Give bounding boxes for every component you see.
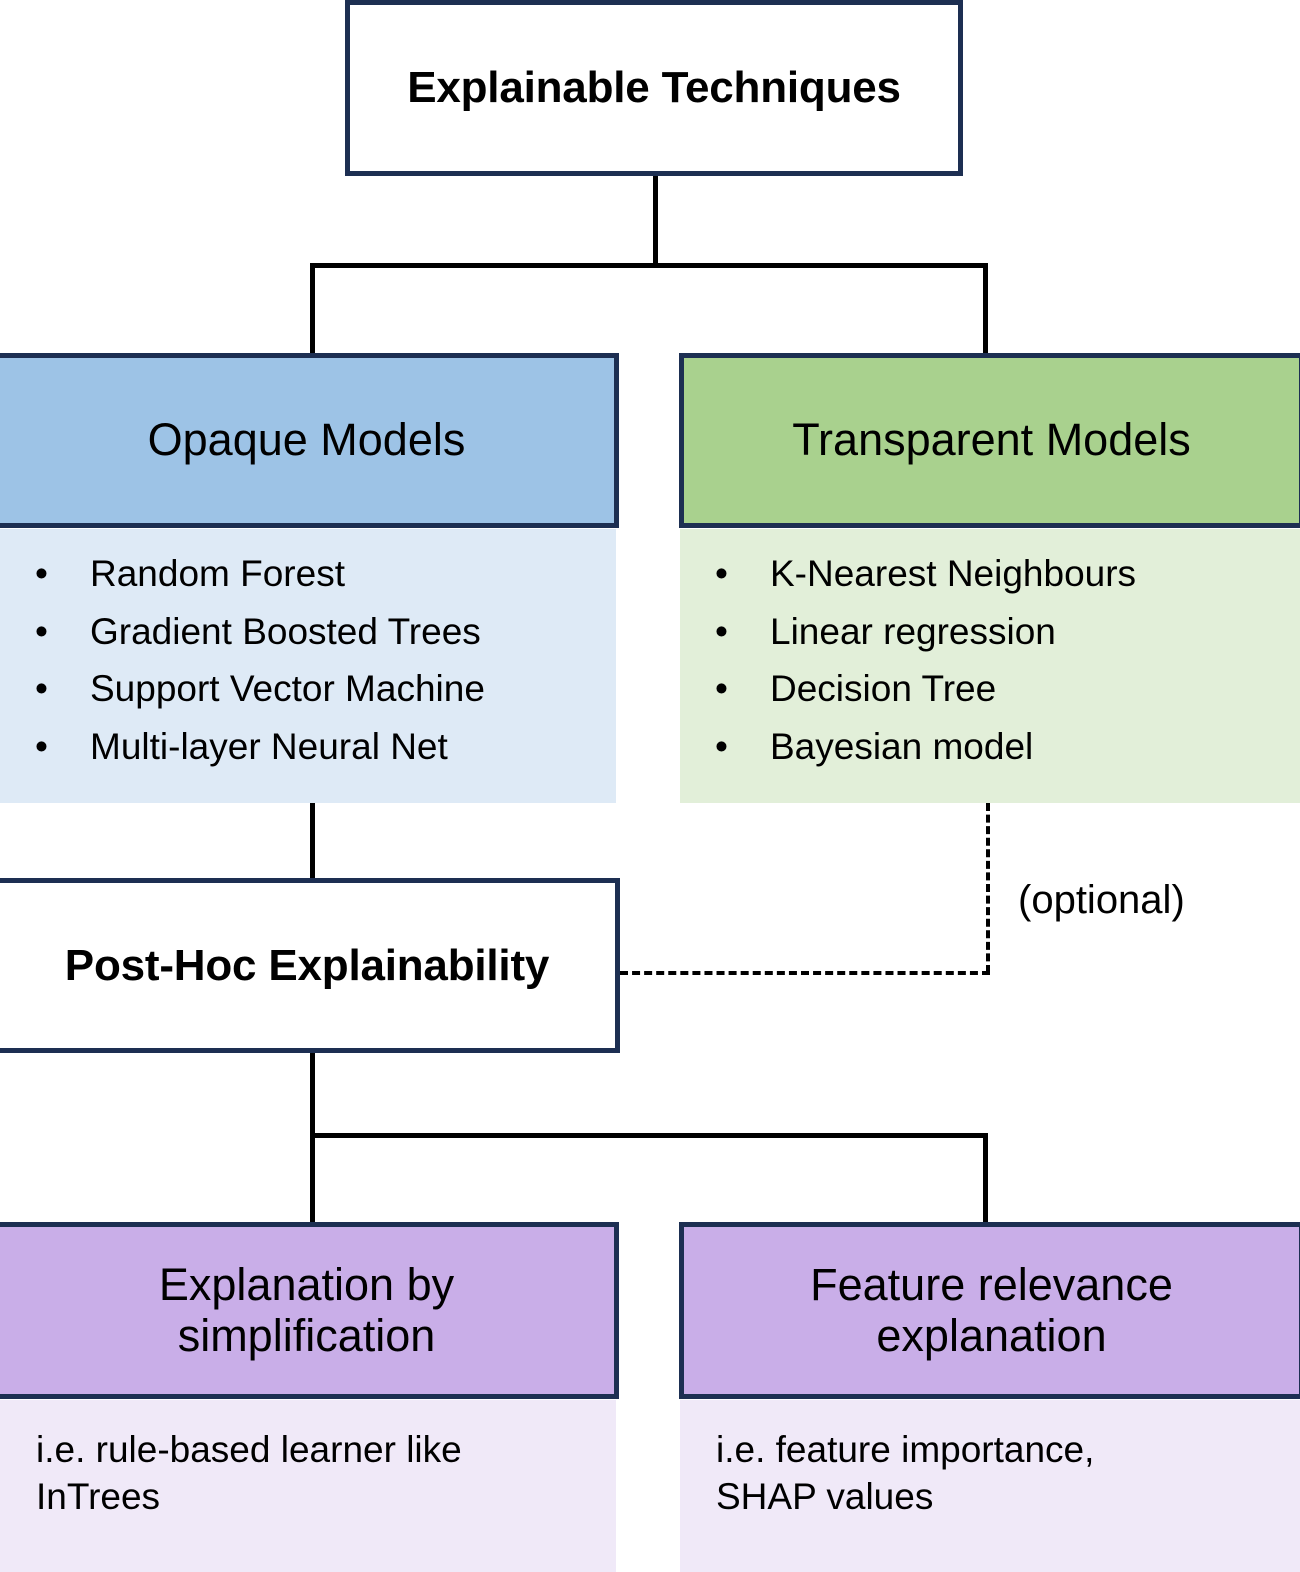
list-item-label: Gradient Boosted Trees <box>90 610 481 652</box>
connector-posthoc-stem <box>310 1053 315 1137</box>
bullet-icon: • <box>35 610 48 652</box>
bullet-icon: • <box>35 668 48 710</box>
connector-root-stem <box>653 176 658 267</box>
bullet-icon: • <box>35 553 48 594</box>
list-item: • Gradient Boosted Trees <box>0 610 616 652</box>
list-item: • Multi-layer Neural Net <box>0 728 616 766</box>
list-item-label: Decision Tree <box>770 668 997 710</box>
note-line-1: i.e. rule-based learner like <box>36 1429 462 1470</box>
connector-to-simplification <box>310 1133 315 1225</box>
list-item-label: Linear regression <box>770 610 1056 652</box>
node-label-line-1: Explanation by <box>158 1259 455 1311</box>
connector-optional-vertical <box>986 803 990 973</box>
list-item: • Support Vector Machine <box>0 670 616 708</box>
note-line-2: SHAP values <box>716 1476 934 1518</box>
list-item: • Decision Tree <box>680 670 1300 708</box>
bullet-icon: • <box>35 726 48 768</box>
connector-root-split-bar <box>310 263 988 268</box>
connector-to-opaque <box>310 263 315 355</box>
node-transparent-models[interactable]: Transparent Models <box>679 353 1300 528</box>
note-text: i.e. feature importance, SHAP values <box>680 1400 1300 1521</box>
bullet-icon: • <box>715 553 728 594</box>
connector-to-transparent <box>983 263 988 355</box>
node-label: Post-Hoc Explainability <box>64 940 550 990</box>
list-item-label: Multi-layer Neural Net <box>90 726 448 768</box>
panel-transparent-models-list: • K-Nearest Neighbours • Linear regressi… <box>680 529 1300 803</box>
bullet-icon: • <box>715 610 728 652</box>
node-label-line-1: Feature relevance <box>810 1259 1173 1311</box>
list-item: • K-Nearest Neighbours <box>680 555 1300 593</box>
node-opaque-models[interactable]: Opaque Models <box>0 353 619 528</box>
list-item-label: K-Nearest Neighbours <box>770 553 1137 594</box>
node-label-line-2: simplification <box>177 1309 436 1361</box>
note-line-2: InTrees <box>36 1476 161 1518</box>
note-text: i.e. rule-based learner like InTrees <box>0 1400 616 1521</box>
node-label-line-2: explanation <box>876 1309 1107 1361</box>
node-label: Explainable Techniques <box>407 63 901 113</box>
node-label: Opaque Models <box>147 414 466 466</box>
connector-to-feature-relevance <box>983 1133 988 1225</box>
list-opaque-models: • Random Forest • Gradient Boosted Trees… <box>0 529 616 766</box>
bullet-icon: • <box>715 668 728 710</box>
list-transparent-models: • K-Nearest Neighbours • Linear regressi… <box>680 529 1300 766</box>
connector-opaque-to-posthoc <box>310 803 315 880</box>
list-item-label: Bayesian model <box>770 726 1034 768</box>
note-line-1: i.e. feature importance, <box>716 1429 1095 1470</box>
list-item: • Bayesian model <box>680 728 1300 766</box>
connector-posthoc-split-bar <box>310 1133 988 1138</box>
panel-opaque-models-list: • Random Forest • Gradient Boosted Trees… <box>0 529 616 803</box>
list-item: • Random Forest <box>0 555 616 593</box>
node-explanation-by-simplification[interactable]: Explanation by simplification <box>0 1222 619 1399</box>
panel-feature-relevance-note: i.e. feature importance, SHAP values <box>680 1400 1300 1572</box>
connector-optional-horizontal <box>620 971 990 975</box>
node-label: Transparent Models <box>792 414 1191 466</box>
list-item: • Linear regression <box>680 610 1300 652</box>
bullet-icon: • <box>715 726 728 768</box>
node-post-hoc-explainability[interactable]: Post-Hoc Explainability <box>0 878 620 1053</box>
panel-simplification-note: i.e. rule-based learner like InTrees <box>0 1400 616 1572</box>
node-explainable-techniques[interactable]: Explainable Techniques <box>345 0 963 176</box>
node-feature-relevance-explanation[interactable]: Feature relevance explanation <box>679 1222 1300 1399</box>
list-item-label: Support Vector Machine <box>90 668 485 710</box>
list-item-label: Random Forest <box>90 553 345 594</box>
optional-link-label: (optional) <box>1018 878 1185 922</box>
